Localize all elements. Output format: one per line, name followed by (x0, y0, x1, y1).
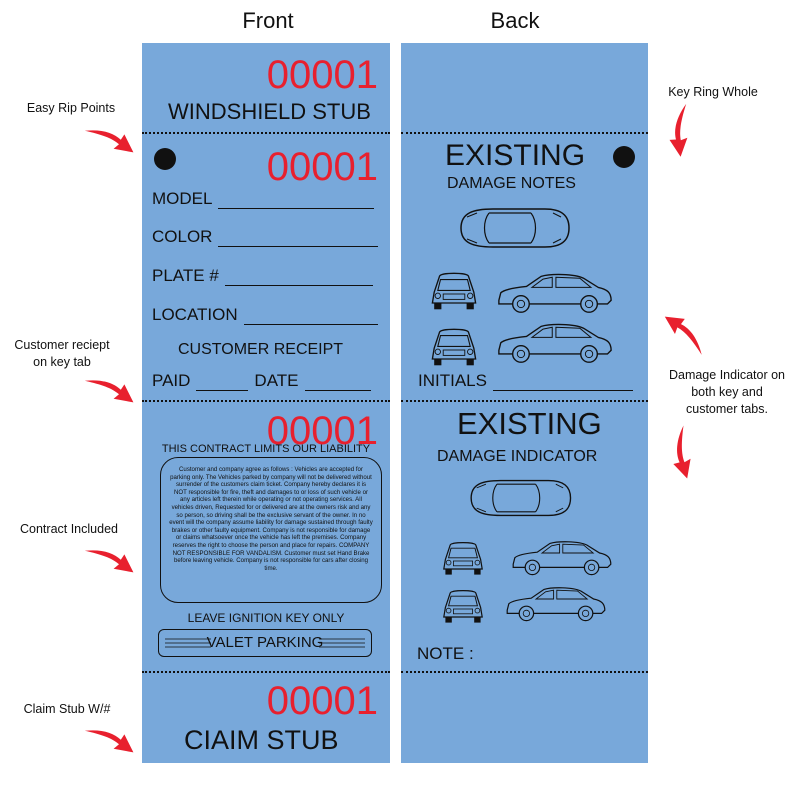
arrow-easy-rip-icon (82, 120, 138, 161)
damage-indicator-label: DAMAGE INDICATOR (437, 448, 598, 465)
rip-line-1 (142, 132, 390, 134)
contract-text: Customer and company agree as follows : … (169, 466, 373, 572)
initials-label: INITIALS (418, 371, 487, 390)
claim-stub-number: 00001 (266, 679, 378, 723)
front-tag: 00001 WINDSHIELD STUB 00001 MODEL COLOR … (142, 43, 390, 763)
car-side-view-icon (493, 269, 617, 315)
contract-box: Customer and company agree as follows : … (160, 457, 382, 603)
back-rip-line-2 (401, 400, 648, 402)
arrow-claim-stub-icon (82, 720, 138, 761)
key-ring-hole (154, 148, 176, 170)
arrow-key-ring-icon (650, 96, 714, 165)
indicator-car-side-icon (507, 537, 617, 577)
indicator-car-rear-icon (439, 585, 487, 625)
note-label: NOTE : (417, 644, 474, 663)
arrow-customer-receipt-icon (82, 370, 138, 411)
car-side-view-right-icon (493, 319, 617, 365)
color-field: COLOR (152, 227, 379, 247)
location-label: LOCATION (152, 305, 238, 324)
rip-line-3 (142, 671, 390, 673)
windshield-stub-label: WINDSHIELD STUB (168, 99, 371, 124)
color-label: COLOR (152, 227, 213, 246)
claim-stub-label: CIAIM STUB (184, 725, 339, 755)
callout-contract: Contract Included (20, 522, 118, 536)
rip-line-2 (142, 400, 390, 402)
arrow-contract-icon (82, 540, 138, 581)
model-field: MODEL (152, 189, 375, 209)
contract-title: THIS CONTRACT LIMITS OUR LIABILITY (161, 443, 371, 455)
back-rip-line-3 (401, 671, 648, 673)
back-key-ring-hole (613, 146, 635, 168)
windshield-stub-number: 00001 (266, 53, 378, 97)
existing-label-2: EXISTING (457, 406, 602, 441)
paid-date-row: PAID DATE (152, 371, 371, 391)
valet-parking-box: VALET PARKING (158, 629, 372, 657)
callout-customer-receipt: Customer reciept on key tab (14, 338, 110, 369)
leave-key-label: LEAVE IGNITION KEY ONLY (187, 611, 345, 625)
contract-number: 00001 (266, 409, 378, 453)
valet-parking-label: VALET PARKING (206, 634, 324, 651)
back-tag: EXISTING DAMAGE NOTES INITIALS EXISTING … (401, 43, 648, 763)
callout-claim-stub: Claim Stub W/# (23, 702, 111, 716)
plate-field: PLATE # (152, 266, 373, 286)
car-top-view-icon (453, 203, 573, 253)
callout-easy-rip: Easy Rip Points (26, 101, 116, 115)
callout-key-ring: Key Ring Whole (668, 85, 758, 99)
car-rear-view-icon (427, 323, 481, 368)
model-label: MODEL (152, 189, 213, 208)
location-field: LOCATION (152, 305, 378, 325)
car-front-view-icon (427, 267, 481, 312)
callout-damage-indicator: Damage Indicator on both key and custome… (668, 368, 786, 416)
paid-label: PAID (152, 371, 191, 390)
date-label: DATE (254, 371, 299, 390)
initials-field: INITIALS (418, 371, 633, 391)
existing-label-1: EXISTING (445, 139, 586, 172)
plate-label: PLATE # (152, 266, 219, 285)
indicator-car-front-icon (439, 537, 487, 577)
front-heading: Front (242, 8, 294, 33)
back-rip-line-1 (401, 132, 648, 134)
arrow-damage-up-icon (655, 301, 713, 368)
indicator-car-side-right-icon (501, 583, 611, 623)
back-heading: Back (490, 8, 540, 33)
damage-notes-label: DAMAGE NOTES (447, 175, 576, 192)
arrow-damage-down-icon (655, 419, 713, 486)
customer-receipt-label: CUSTOMER RECEIPT (178, 341, 344, 358)
key-tab-number: 00001 (266, 145, 378, 189)
indicator-car-top-icon (463, 475, 575, 521)
